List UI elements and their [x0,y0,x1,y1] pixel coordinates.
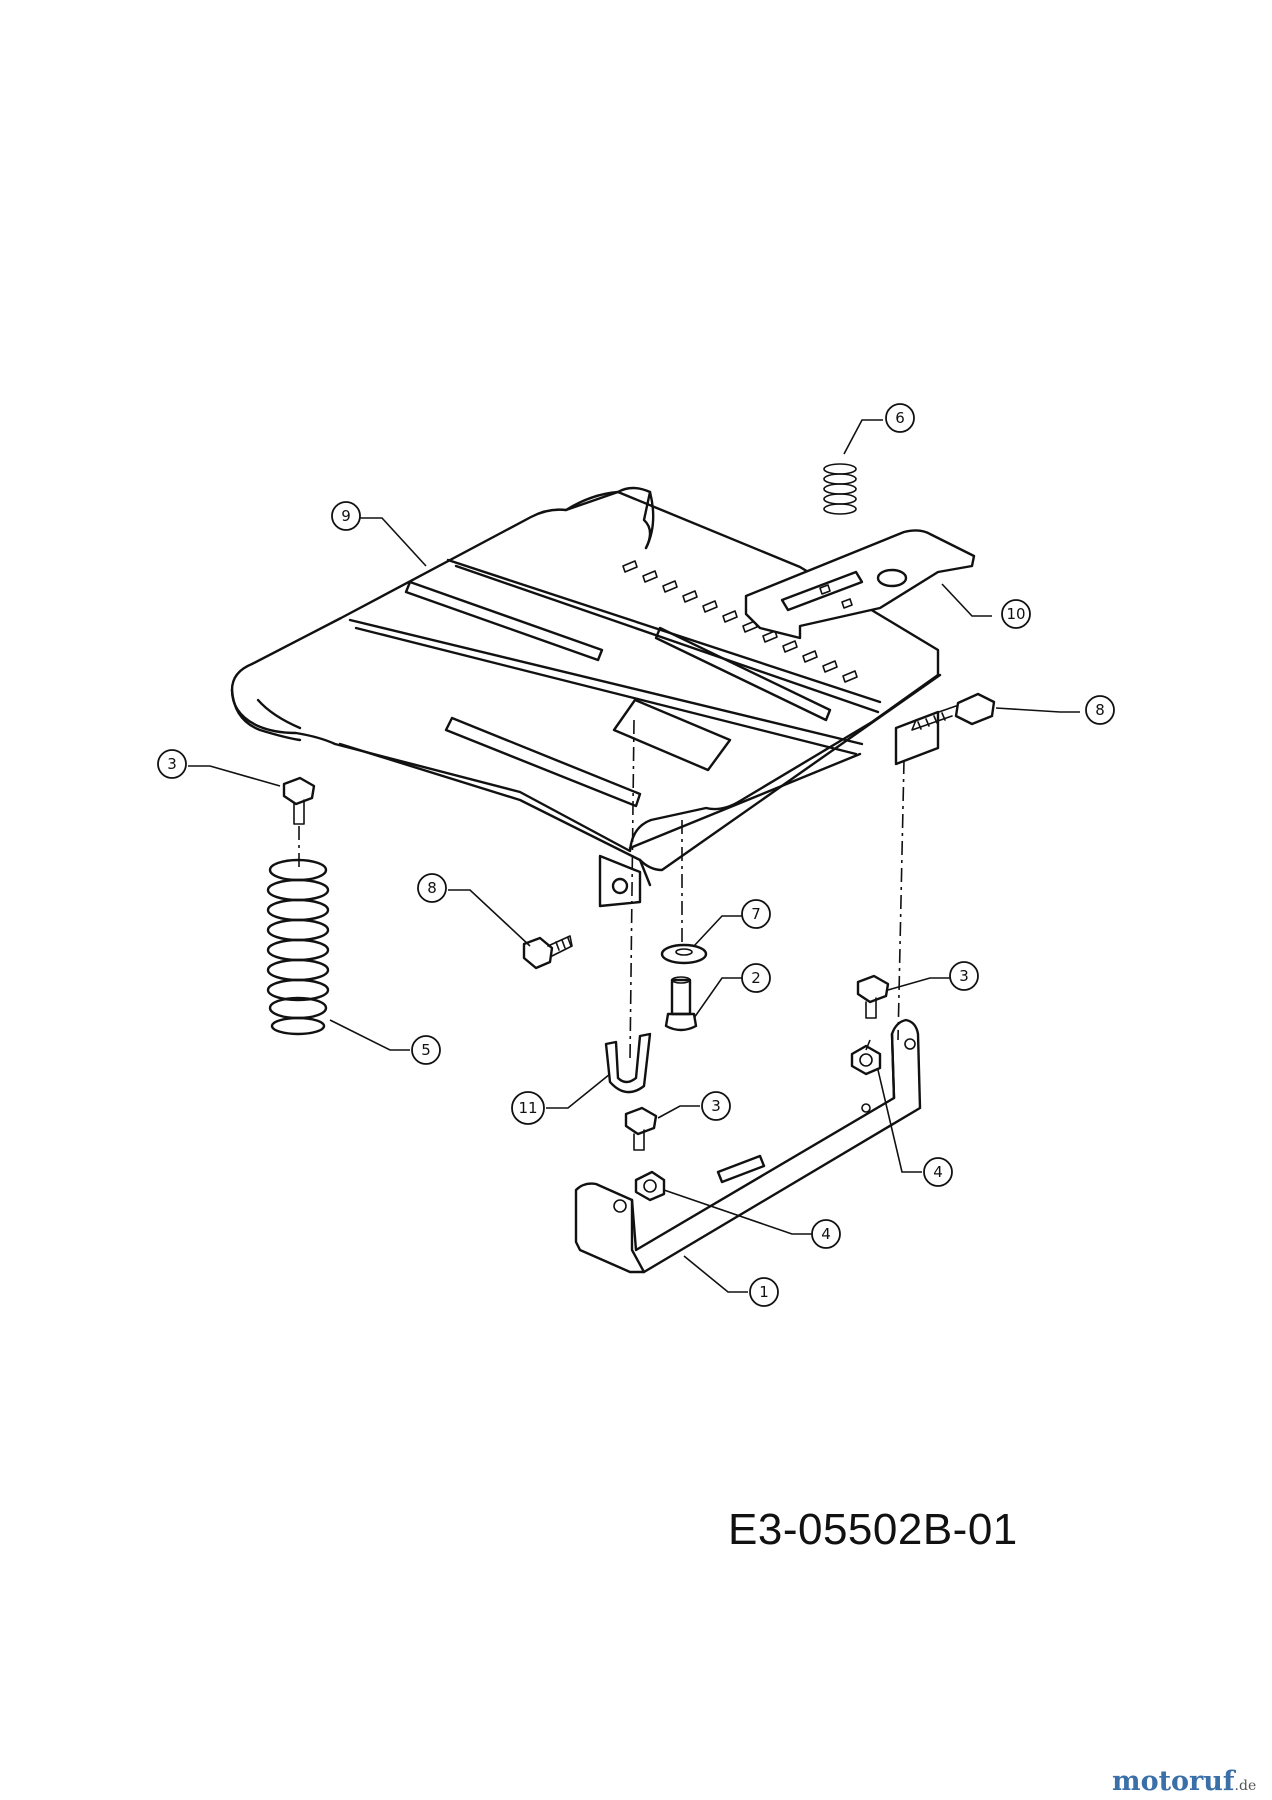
base-bracket-part [574,1018,922,1274]
svg-text:11: 11 [518,1099,537,1117]
bolt-left-part [282,776,316,825]
pin-part [664,976,698,1032]
svg-text:3: 3 [959,967,969,985]
svg-text:8: 8 [427,879,437,897]
svg-text:3: 3 [711,1097,721,1115]
callout-7: 7 [741,899,771,929]
callout-4-right: 4 [923,1157,953,1187]
nut-left-part [634,1170,666,1202]
callout-8-center: 8 [417,873,447,903]
drawing-number: E3-05502B-01 [728,1505,1018,1554]
svg-text:4: 4 [933,1163,943,1181]
callout-3-bottom: 3 [701,1091,731,1121]
callout-5: 5 [411,1035,441,1065]
small-spring-part [823,463,857,515]
bolt-right-part [911,692,996,731]
callout-2: 2 [741,963,771,993]
motoruf-logo[interactable]: motoruf.de [1112,1766,1256,1797]
callout-10: 10 [1001,599,1031,629]
svg-text:8: 8 [1095,701,1105,719]
callout-1: 1 [749,1277,779,1307]
svg-text:2: 2 [751,969,761,987]
svg-text:9: 9 [341,507,351,525]
svg-text:5: 5 [421,1041,431,1059]
large-spring-part [266,858,330,1036]
seat-pan-part [230,486,942,908]
svg-text:4: 4 [821,1225,831,1243]
callout-4-left: 4 [811,1219,841,1249]
bolt-bottom-part [624,1106,658,1151]
svg-text:10: 10 [1006,605,1025,623]
assembly-centerlines [298,719,905,1061]
svg-text:1: 1 [759,1283,769,1301]
svg-text:3: 3 [167,755,177,773]
logo-name: motoruf [1112,1766,1235,1797]
callout-8-right: 8 [1085,695,1115,725]
svg-text:6: 6 [895,409,905,427]
washer-part [660,943,708,965]
callout-3-bracket: 3 [949,961,979,991]
bolt-bracket-part [856,974,890,1019]
latch-bracket-part [744,529,976,640]
callout-leaders [188,419,1080,1293]
callout-6: 6 [885,403,915,433]
callout-11: 11 [511,1091,545,1125]
callout-9: 9 [331,501,361,531]
u-clip-part [604,1032,652,1094]
bolt-center-part [522,935,573,970]
nut-right-part [850,1044,882,1076]
callout-3-left: 3 [157,749,187,779]
logo-tld: .de [1234,1778,1257,1794]
svg-text:7: 7 [751,905,761,923]
